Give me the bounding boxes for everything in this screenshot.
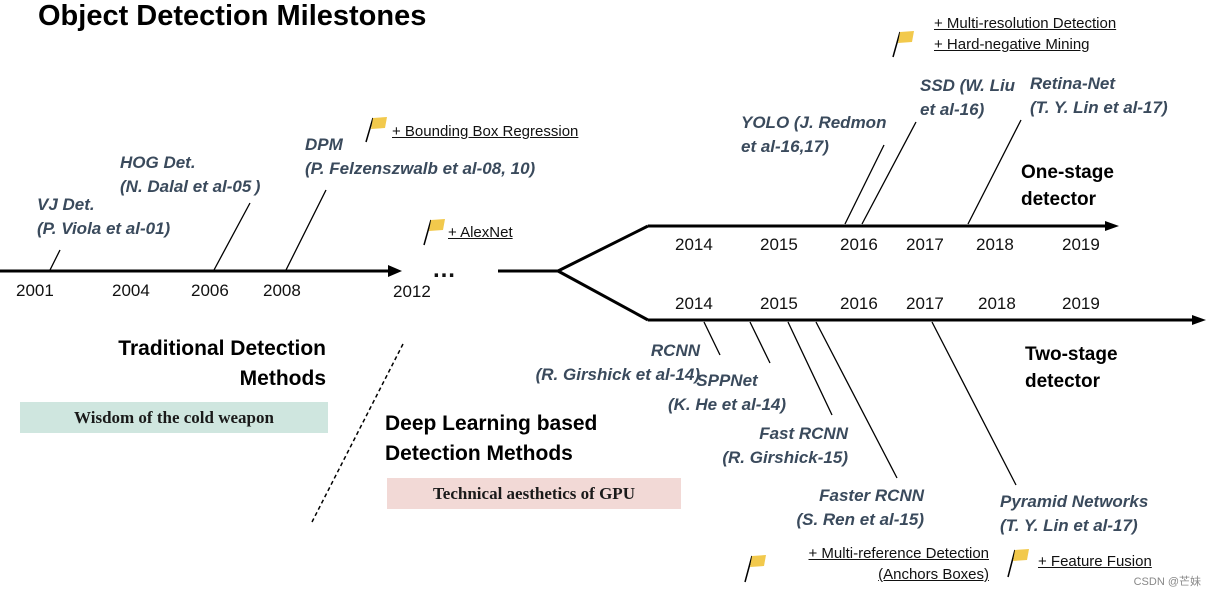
year-label: 2008: [263, 281, 301, 300]
detector-dpm: DPM (P. Felzenszwalb et al-08, 10): [305, 133, 535, 181]
note-line: + Hard-negative Mining: [934, 36, 1090, 53]
flag-icon: [744, 555, 766, 583]
stage-label-line: One-stage: [1021, 162, 1114, 183]
detector-author: (K. He et al-14): [667, 395, 787, 414]
year-label: 2014: [675, 235, 713, 254]
section-divider: [311, 343, 404, 523]
year-label: 2014: [675, 294, 713, 313]
year-label: 2015: [760, 235, 798, 254]
year-label: 2016: [840, 235, 878, 254]
year-label: 2015: [760, 294, 798, 313]
milestone-note: + Multi-reference Detection (Anchors Box…: [789, 543, 990, 585]
year-label: 2017: [906, 235, 944, 254]
year-label: 2018: [976, 235, 1014, 254]
detector-name: YOLO (J. Redmon: [741, 113, 887, 132]
detector-vj: VJ Det. (P. Viola et al-01): [37, 193, 170, 241]
detector-yolo: YOLO (J. Redmon et al-16,17): [741, 111, 886, 159]
detector-author: (T. Y. Lin et al-17): [1000, 516, 1138, 535]
detector-name: Retina-Net: [1030, 74, 1116, 93]
flag-icon: [1007, 549, 1029, 578]
flag-icon: [365, 117, 387, 143]
stage-label-line: detector: [1021, 189, 1096, 210]
watermark: CSDN @芒妹: [1133, 576, 1201, 588]
detector-author: (P. Viola et al-01): [37, 219, 171, 238]
detector-author: (R. Girshick et al-14): [535, 365, 700, 384]
detector-name: RCNN: [650, 341, 700, 360]
note-line: + Multi-reference Detection: [808, 545, 990, 562]
deep-tag: Technical aesthetics of GPU: [387, 478, 681, 509]
milestone-note: + AlexNet: [448, 224, 513, 241]
note-line: + Multi-resolution Detection: [934, 15, 1117, 32]
detector-name: SPPNet: [696, 371, 758, 390]
detector-fpn: Pyramid Networks (T. Y. Lin et al-17): [1000, 490, 1148, 538]
detector-author: (P. Felzenszwalb et al-08, 10): [305, 159, 536, 178]
detector-author: et al-16,17): [741, 137, 829, 156]
two-stage-label: Two-stage detector: [1025, 341, 1118, 395]
detector-name: VJ Det.: [37, 195, 95, 214]
detector-author: (R. Girshick-15): [722, 448, 848, 467]
detector-name: Pyramid Networks: [1000, 492, 1149, 511]
timeline-ellipsis: …: [432, 256, 456, 283]
page-title: Object Detection Milestones: [38, 0, 427, 32]
detector-author: (N. Dalal et al-05 ): [120, 177, 261, 196]
traditional-section-title: Traditional Detection Methods: [106, 334, 326, 394]
leader-lines: [49, 119, 1022, 486]
detector-name: Faster RCNN: [819, 486, 924, 505]
detector-author: (S. Ren et al-15): [796, 510, 924, 529]
section-title-line: Traditional Detection: [118, 337, 326, 360]
milestone-note: + Multi-resolution Detection + Hard-nega…: [934, 13, 1116, 55]
flag-icon: [892, 31, 914, 58]
detector-faster-rcnn: Faster RCNN (S. Ren et al-15): [792, 484, 924, 532]
year-label: 2017: [906, 294, 944, 313]
detector-name: Fast RCNN: [759, 424, 848, 443]
milestone-note: + Feature Fusion: [1038, 553, 1152, 570]
traditional-tag: Wisdom of the cold weapon: [20, 402, 328, 433]
one-stage-label: One-stage detector: [1021, 159, 1114, 213]
detector-rcnn: RCNN (R. Girshick et al-14): [530, 339, 700, 387]
note-line: (Anchors Boxes): [878, 566, 989, 583]
section-title-line: Detection Methods: [385, 442, 573, 465]
detector-name: DPM: [305, 135, 343, 154]
stage-label-line: detector: [1025, 371, 1100, 392]
year-label: 2012: [393, 282, 431, 301]
stage-label-line: Two-stage: [1025, 344, 1118, 365]
traditional-timeline: [0, 265, 558, 277]
detector-sppnet: SPPNet (K. He et al-14): [664, 369, 790, 417]
detector-author: (T. Y. Lin et al-17): [1030, 98, 1168, 117]
flag-icon: [423, 219, 445, 246]
year-label: 2019: [1062, 294, 1100, 313]
two-stage-arrowhead: [1192, 315, 1206, 325]
detector-name: HOG Det.: [120, 153, 196, 172]
year-label: 2006: [191, 281, 229, 300]
year-label: 2019: [1062, 235, 1100, 254]
detector-fast-rcnn: Fast RCNN (R. Girshick-15): [720, 422, 848, 470]
section-title-line: Deep Learning based: [385, 412, 598, 435]
year-label: 2004: [112, 281, 150, 300]
milestone-note: + Bounding Box Regression: [392, 123, 579, 140]
detector-name: SSD (W. Liu: [920, 76, 1016, 95]
year-label: 2016: [840, 294, 878, 313]
detector-retinanet: Retina-Net (T. Y. Lin et al-17): [1030, 72, 1168, 120]
deep-section-title: Deep Learning based Detection Methods: [385, 409, 597, 469]
detector-hog: HOG Det. (N. Dalal et al-05 ): [120, 151, 260, 199]
detector-ssd: SSD (W. Liu et al-16): [920, 74, 1015, 122]
section-title-line: Methods: [239, 367, 326, 390]
year-label: 2001: [16, 281, 54, 300]
detector-author: et al-16): [920, 100, 985, 119]
year-label: 2018: [978, 294, 1016, 313]
one-stage-arrowhead: [1105, 221, 1119, 231]
branch-lines: [557, 224, 1192, 322]
